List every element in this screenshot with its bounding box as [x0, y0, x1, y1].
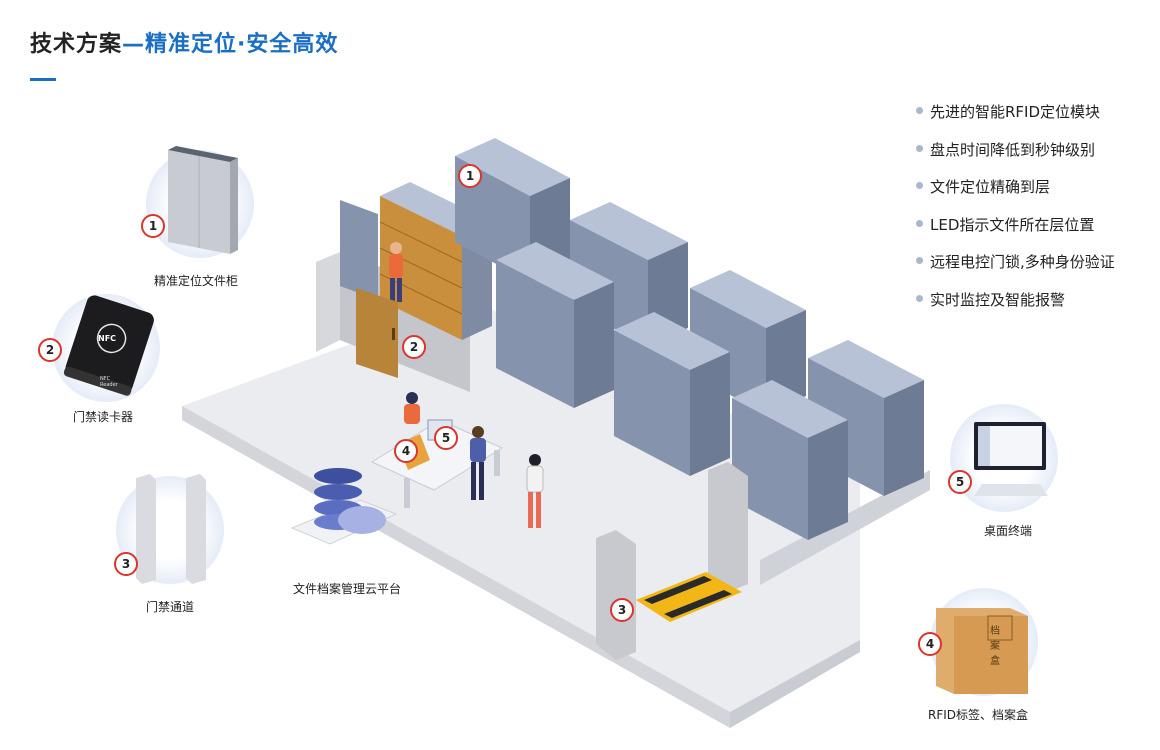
scene-marker: 3: [610, 598, 634, 622]
device-label: RFID标签、档案盒: [927, 708, 1029, 722]
bullet-icon: [916, 182, 923, 190]
page-title: 技术方案—精准定位·安全高效: [30, 26, 338, 58]
device-label: 门禁读卡器: [72, 410, 134, 424]
device-number: 2: [38, 338, 62, 362]
bullet-icon: [916, 144, 923, 152]
feature-item: 盘点时间降低到秒钟级别: [916, 138, 1115, 176]
feature-item: LED指示文件所在层位置: [916, 213, 1115, 251]
bullet-icon: [916, 294, 923, 302]
security-gate: [596, 462, 748, 660]
bullet-icon: [916, 107, 923, 114]
cloud-database-icon: [290, 468, 398, 545]
scene-marker: 4: [394, 439, 418, 463]
back-wall: [316, 252, 340, 352]
title-underline: [30, 78, 56, 81]
feature-item: 先进的智能RFID定位模块: [916, 100, 1115, 138]
feature-list: 先进的智能RFID定位模块 盘点时间降低到秒钟级别 文件定位精确到层 LED指示…: [916, 100, 1115, 326]
cabinet-row: [455, 138, 924, 540]
archive-box-text: 档案盒: [990, 626, 1000, 667]
device-label: 桌面终端: [983, 524, 1033, 538]
feature-item: 远程电控门锁,多种身份验证: [916, 250, 1115, 288]
title-main: 技术方案: [30, 32, 123, 57]
people-figures: [404, 392, 544, 528]
device-number: 5: [948, 470, 972, 494]
device-label: 门禁通道: [145, 600, 195, 614]
staff-figure: [389, 242, 403, 302]
scene-marker: 1: [458, 164, 482, 188]
nfc-reader-subtext: NFC Reader: [100, 376, 118, 388]
device-label: 精准定位文件柜: [153, 274, 239, 288]
feature-item: 文件定位精确到层: [916, 175, 1115, 213]
bullet-icon: [916, 257, 923, 265]
caution-floor-mat: [636, 572, 742, 622]
device-number: 1: [141, 214, 165, 238]
access-door: [356, 288, 398, 378]
nfc-reader-text: NFC: [98, 334, 117, 343]
feature-item: 实时监控及智能报警: [916, 288, 1115, 326]
device-number: 3: [114, 552, 138, 576]
platform-label: 文件档案管理云平台: [292, 582, 402, 596]
bullet-icon: [916, 219, 923, 227]
title-accent: —精准定位·安全高效: [122, 32, 339, 57]
scene-marker: 2: [402, 335, 426, 359]
device-number: 4: [918, 632, 942, 656]
scene-marker: 5: [434, 426, 458, 450]
